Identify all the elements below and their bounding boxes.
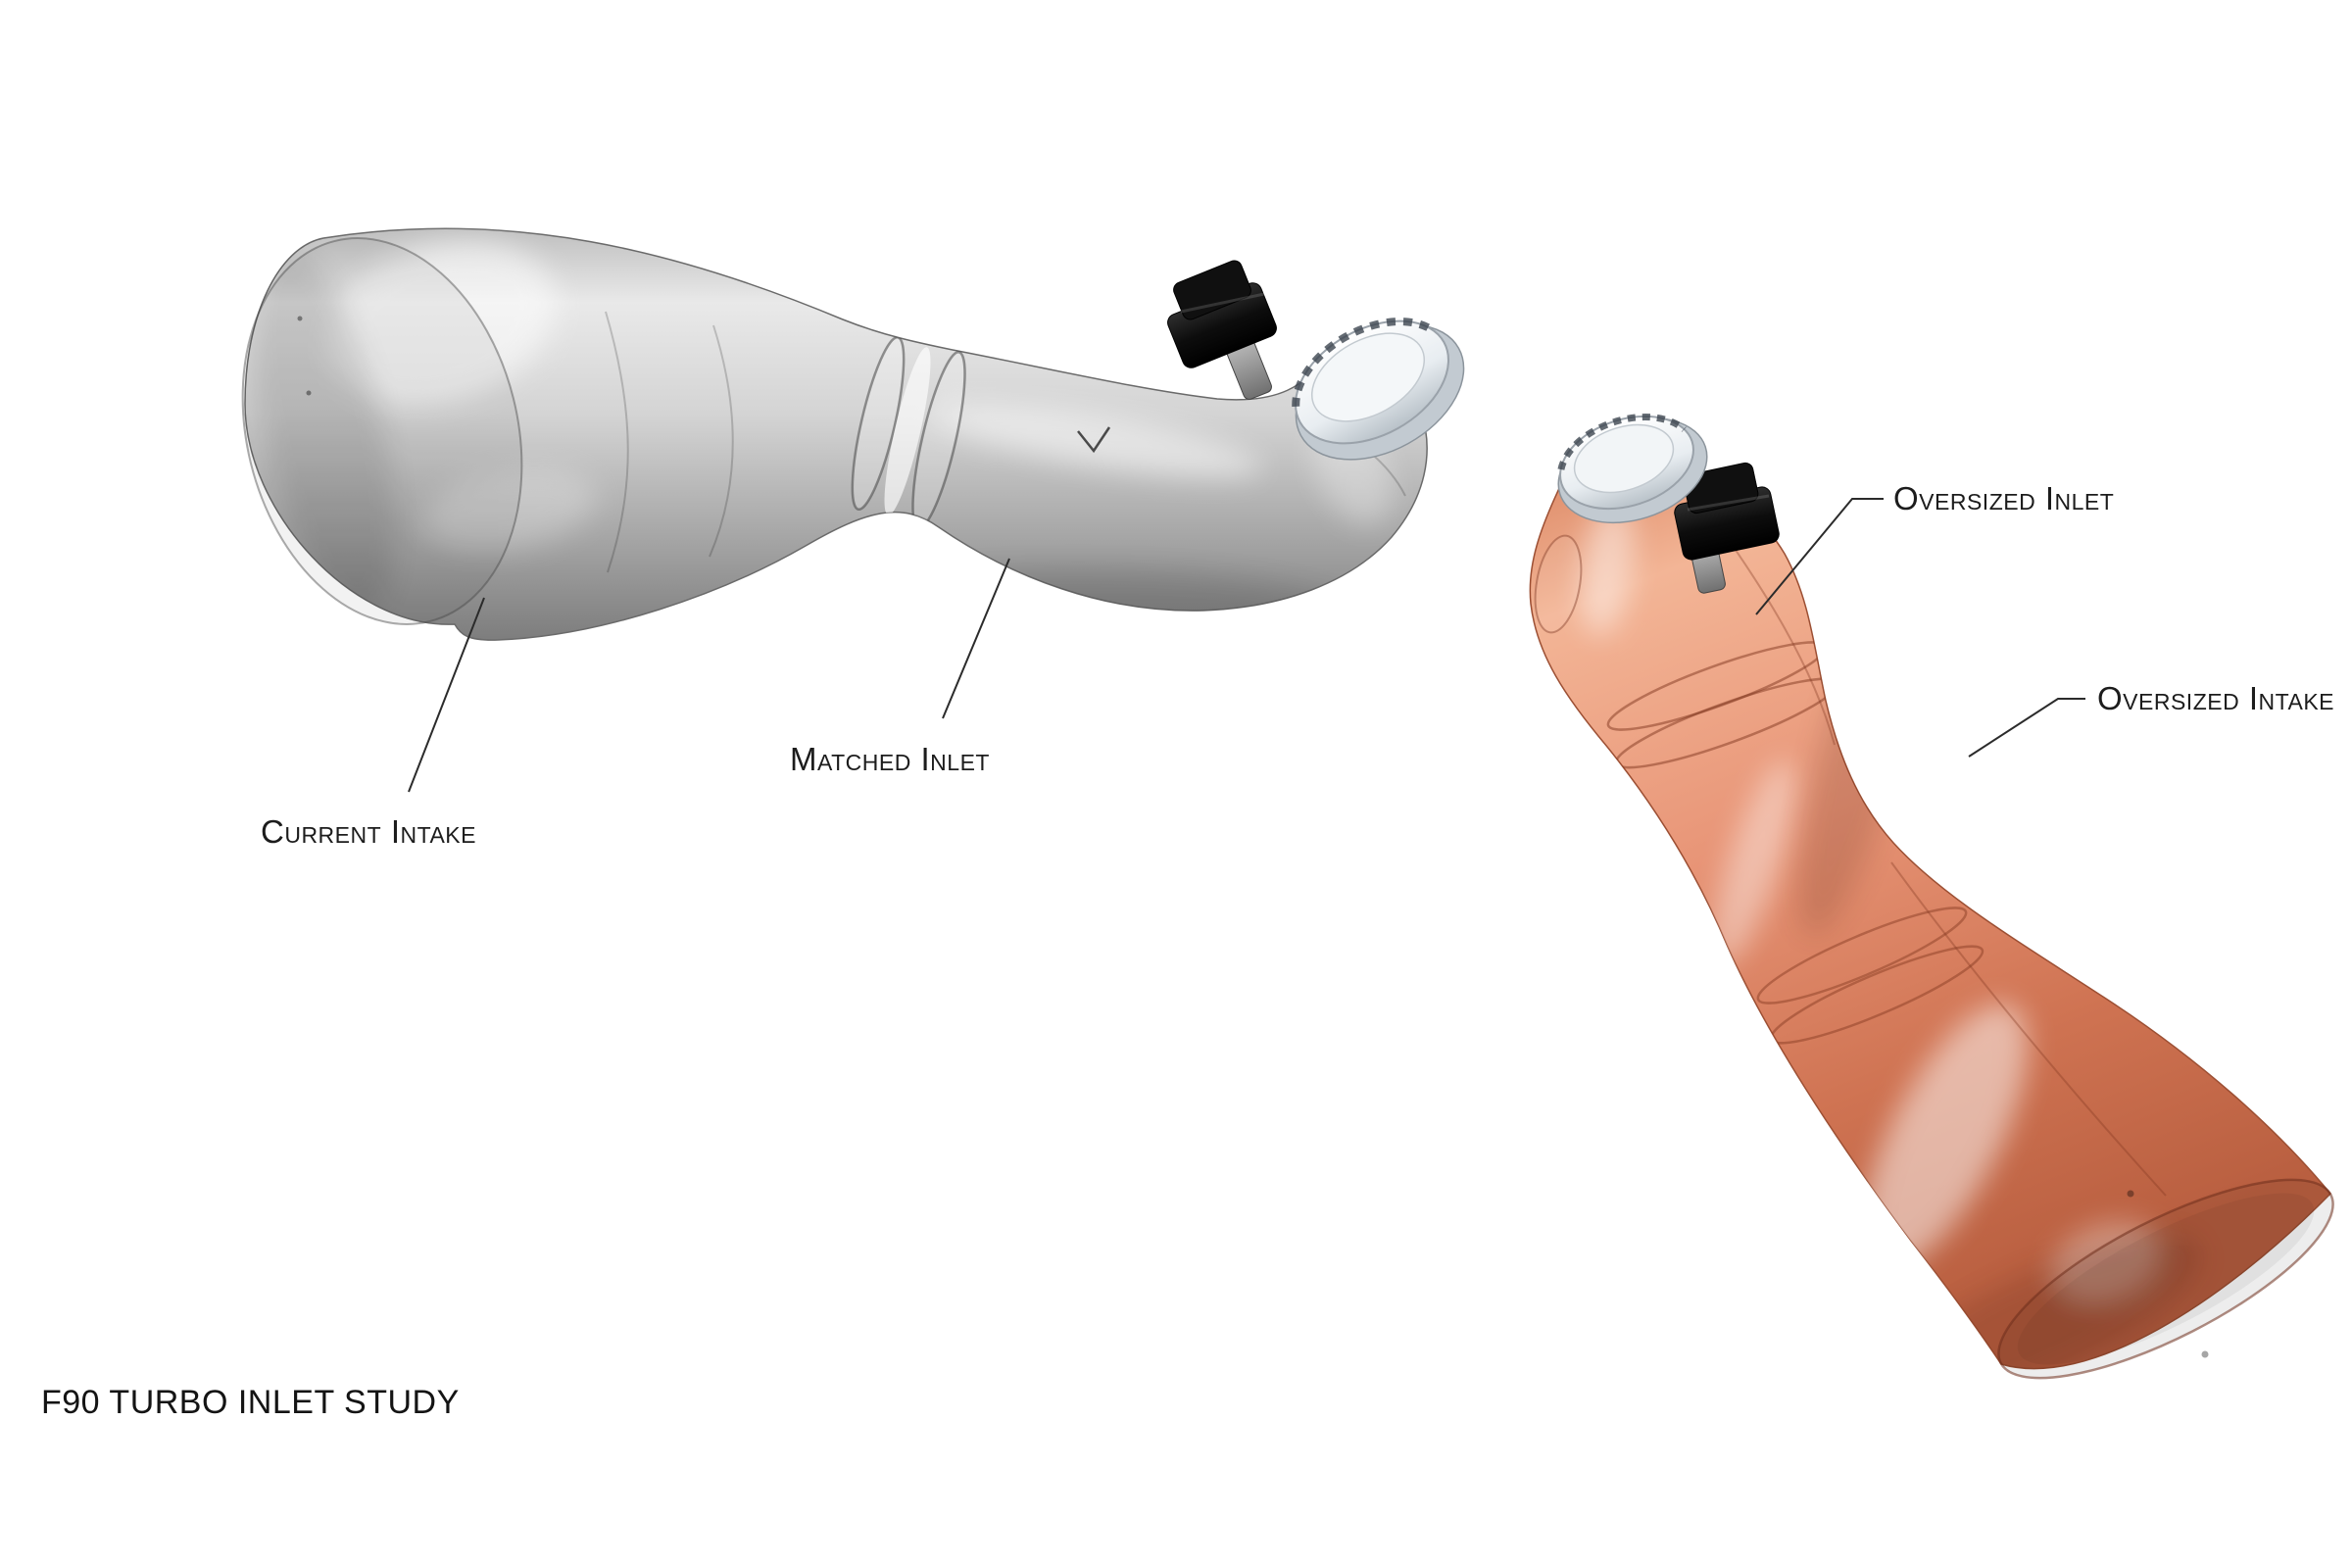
seam-line (605, 311, 629, 573)
callout-label-matched-inlet: Matched Inlet (790, 741, 990, 777)
callout-label-oversized-intake: Oversized Intake (2097, 680, 2334, 716)
callout-matched-inlet: Matched Inlet (790, 558, 1010, 777)
rivet-dot (2201, 1350, 2209, 1358)
sensor-fitting (1674, 462, 1780, 594)
inlet-cap-inner (1573, 423, 1675, 494)
clamp-ring (1756, 906, 1968, 1004)
figure-caption: F90 TURBO INLET STUDY (41, 1384, 460, 1421)
highlight (422, 467, 597, 552)
sensor-cap (1173, 260, 1251, 320)
inlet-cap (1292, 318, 1465, 461)
seam-line (1890, 861, 2167, 1197)
sensor-highlight (1180, 292, 1265, 314)
current-intake-model (241, 227, 1465, 641)
oversized-intake-model (1529, 414, 2334, 1380)
rivet-dot (297, 316, 303, 321)
highlight (1580, 500, 1635, 637)
seam-line (709, 324, 734, 558)
inlet-cap-inner (1310, 332, 1426, 422)
leader-line (408, 597, 485, 793)
leader-line (1968, 698, 2085, 758)
callout-oversized-inlet: Oversized Inlet (1755, 480, 2114, 615)
clamp-ring-gap (884, 347, 931, 515)
leader-line (1755, 498, 1884, 615)
highlight (1712, 760, 1796, 965)
highlight (933, 405, 1262, 477)
callout-label-current-intake: Current Intake (261, 813, 476, 850)
bell-mouth-inner (2017, 1193, 2315, 1365)
inlet-cap-ribs (1292, 318, 1436, 407)
highlight (326, 240, 556, 407)
callout-label-oversized-inlet: Oversized Inlet (1893, 480, 2114, 516)
shadow (252, 249, 395, 613)
bell-mouth-rim (241, 237, 523, 625)
rivet-dot (2127, 1190, 2134, 1198)
inlet-cap-ribs (1557, 414, 1687, 470)
shadow (784, 568, 1372, 641)
rivet-dot (306, 390, 312, 396)
sensor-highlight (1687, 494, 1770, 512)
sensor-fitting (1167, 260, 1277, 400)
inlet-cap (1557, 414, 1708, 524)
surface-mark (1077, 426, 1111, 454)
callout-oversized-intake: Oversized Intake (1968, 680, 2334, 758)
bell-mouth-rim (1997, 1178, 2334, 1380)
highlight (1863, 1004, 2028, 1270)
boss-detail (1534, 534, 1583, 634)
leader-line (942, 558, 1010, 719)
callout-current-intake: Current Intake (261, 597, 485, 850)
